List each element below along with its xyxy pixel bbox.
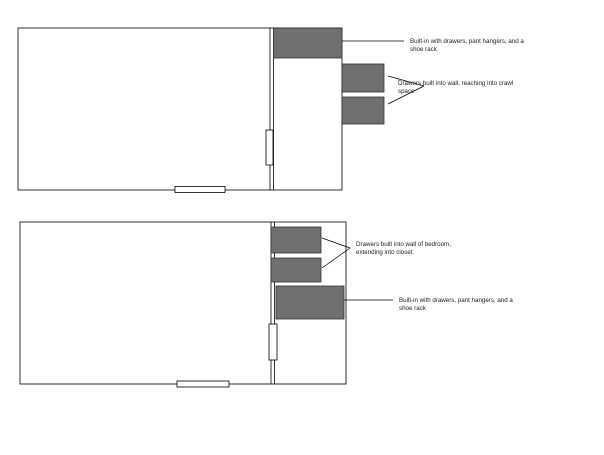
bottom-drawer-leader-2 [321, 247, 351, 269]
top-floor-plan [17, 27, 425, 193]
top-built-in-unit [273, 27, 343, 59]
bottom-built-in-callout: Built-in with drawers, pant hangers, and… [399, 297, 513, 312]
bottom-built-in-unit [275, 285, 345, 320]
top-crawl-leader-1 [387, 75, 425, 87]
top-crawl-leader-2 [387, 85, 425, 105]
bottom-drawer-leader-1 [321, 237, 351, 249]
top-crawl-drawer-2 [341, 96, 385, 125]
bottom-floor-plan [19, 221, 393, 388]
bottom-closet-door [268, 323, 278, 361]
top-built-in-callout: Built-in with drawers, pant hangers, and… [410, 38, 524, 53]
bottom-bedroom-door [176, 380, 230, 388]
bottom-bedroom-drawers-callout: Drawers built into wall of bedroom, exte… [356, 241, 451, 256]
top-crawl-drawer-1 [341, 63, 385, 93]
top-closet-door [265, 129, 274, 166]
top-crawl-space-callout: Drawers built into wall, reaching into c… [398, 80, 514, 95]
top-bedroom-door [174, 186, 226, 193]
bottom-bedroom-drawer-2 [270, 257, 322, 283]
bottom-bedroom-drawer-1 [270, 226, 322, 254]
